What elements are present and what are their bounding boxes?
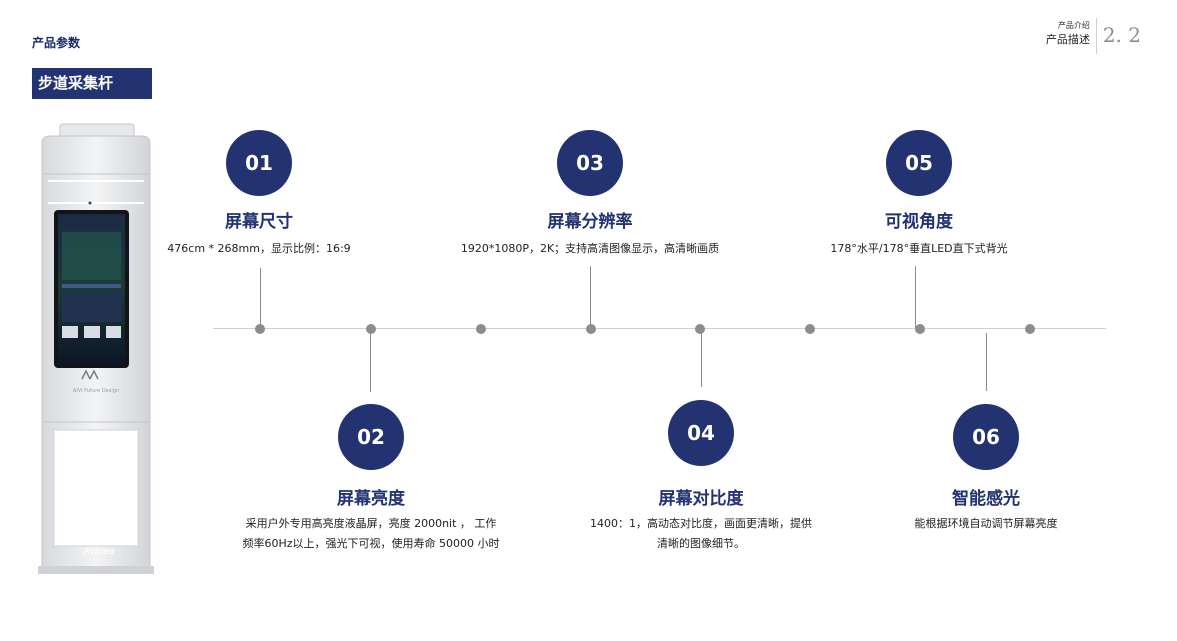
item-number-badge: 02 bbox=[338, 404, 404, 470]
item-description: 476cm * 268mm，显示比例：16:9 bbox=[167, 242, 351, 255]
timeline-dot bbox=[366, 324, 376, 334]
item-title: 屏幕分辨率 bbox=[547, 212, 633, 232]
device-caption: AIVI Future Design bbox=[72, 388, 120, 394]
item-description: 1400：1，高动态对比度，画面更清晰，提供 清晰的图像细节。 bbox=[590, 514, 812, 554]
item-number-badge: 05 bbox=[886, 130, 952, 196]
item-title: 屏幕尺寸 bbox=[225, 212, 293, 232]
item-number-badge: 03 bbox=[557, 130, 623, 196]
item-description-line: 1400：1，高动态对比度，画面更清晰，提供 bbox=[590, 517, 812, 530]
timeline-dot bbox=[805, 324, 815, 334]
section-label: 产品参数 bbox=[32, 36, 81, 50]
page-title: 步道采集杆 bbox=[32, 68, 152, 99]
item-description-line: 清晰的图像细节。 bbox=[657, 537, 745, 550]
timeline-dot bbox=[695, 324, 705, 334]
connector-line bbox=[590, 266, 591, 328]
connector-line bbox=[986, 333, 987, 391]
item-title: 智能感光 bbox=[952, 489, 1020, 509]
device-logo: Avidea bbox=[83, 547, 115, 557]
item-description-line: 频率60Hz以上，强光下可视，使用寿命 50000 小时 bbox=[242, 537, 500, 550]
item-number-badge: 01 bbox=[226, 130, 292, 196]
header-titles: 产品介绍 产品描述 bbox=[1046, 18, 1097, 54]
header-subtitle: 产品介绍 bbox=[1057, 21, 1090, 30]
timeline-dot bbox=[476, 324, 486, 334]
item-description: 能根据环境自动调节屏幕亮度 bbox=[914, 517, 1058, 530]
item-description: 1920*1080P，2K；支持高清图像显示，高清晰画质 bbox=[460, 242, 720, 255]
connector-line bbox=[915, 266, 916, 328]
item-number-badge: 06 bbox=[953, 404, 1019, 470]
timeline-dot bbox=[915, 324, 925, 334]
page-number: 2. 2 bbox=[1102, 23, 1141, 47]
device-image bbox=[38, 123, 154, 574]
connector-line bbox=[701, 329, 702, 387]
item-title: 可视角度 bbox=[885, 212, 953, 232]
header-title: 产品描述 bbox=[1045, 33, 1090, 46]
item-title: 屏幕对比度 bbox=[658, 489, 744, 509]
timeline-dot bbox=[1025, 324, 1035, 334]
item-number-badge: 04 bbox=[668, 400, 734, 466]
item-title: 屏幕亮度 bbox=[337, 489, 405, 509]
item-description: 178°水平/178°垂直LED直下式背光 bbox=[830, 242, 1008, 255]
timeline-line bbox=[213, 328, 1106, 329]
timeline-dot bbox=[586, 324, 596, 334]
timeline-dot bbox=[255, 324, 265, 334]
connector-line bbox=[260, 268, 261, 328]
item-description-line: 采用户外专用高亮度液晶屏，亮度 2000nit ， 工作 bbox=[245, 517, 497, 530]
connector-line bbox=[370, 329, 371, 392]
page-header: 产品介绍 产品描述 2. 2 bbox=[1046, 18, 1141, 54]
item-description: 采用户外专用高亮度液晶屏，亮度 2000nit ， 工作 频率60Hz以上，强光… bbox=[242, 514, 499, 554]
